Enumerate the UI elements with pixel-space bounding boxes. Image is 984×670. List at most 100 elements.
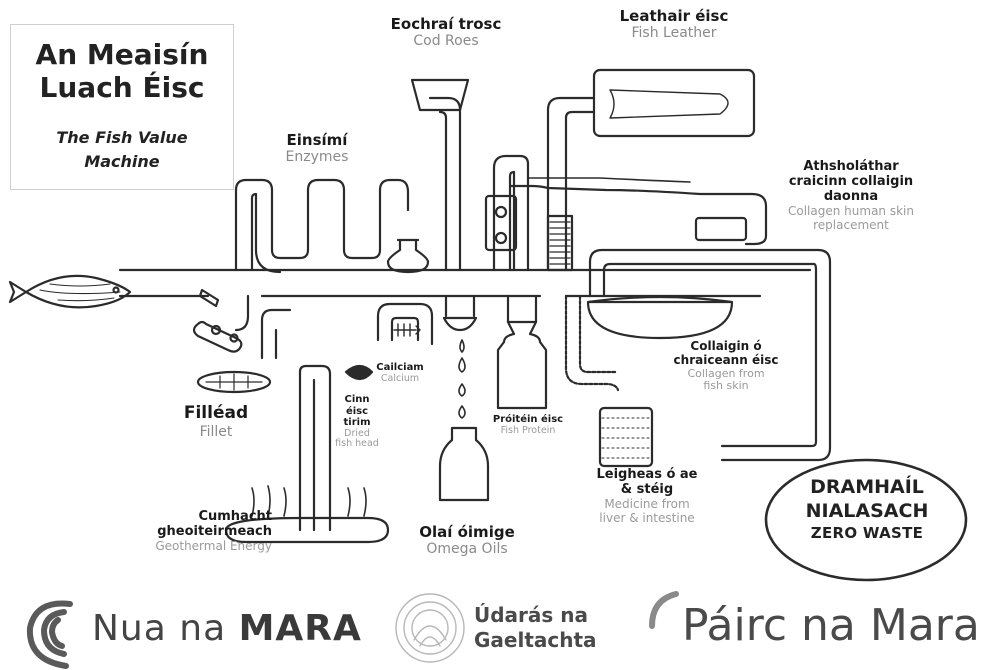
omega-english: Omega Oils (426, 541, 508, 558)
omega-pipe (444, 294, 476, 318)
protein-bottle (496, 320, 548, 410)
fish-leather-icon (609, 89, 729, 119)
nua-na-mara-logo-icon (26, 600, 73, 669)
fillet-irish: Filléad (183, 403, 249, 423)
udaras-line2: Gaeltachta (474, 628, 597, 652)
omega-drops (458, 339, 466, 419)
title-irish-line1: An Meaisín (35, 38, 209, 71)
zero-waste-circle (764, 458, 968, 582)
nua-na-mara-prefix: Nua na (92, 608, 239, 649)
collagen-skin-irish-2: craicinn collaigin (788, 173, 914, 189)
calcium-label: Cailciam Calcium (366, 362, 434, 384)
medicine-english-2: liver & intestine (599, 510, 695, 525)
collagen-fish-label: Collaigin ó chraiceann éisc Collagen fro… (656, 339, 796, 393)
dried-fish-head-english-2: fish head (335, 438, 379, 450)
omega-irish: Olaí óimige (419, 523, 515, 541)
geothermal-irish-1: Cumhacht (198, 509, 272, 524)
enzymes-serpentine-pipe (234, 178, 410, 272)
pairc-na-mara-logo: Páirc na Mara (682, 600, 980, 651)
pairc-na-mara-logo-icon (649, 591, 679, 629)
collagen-skin-pipe (508, 184, 768, 246)
omega-bottle (438, 426, 490, 502)
fillet-icon (196, 370, 272, 394)
cod-roes-english: Cod Roes (413, 33, 479, 50)
dried-fish-head-irish-3: tirim (343, 417, 371, 428)
collagen-skin-irish-1: Athsholáthar (803, 159, 899, 174)
geothermal-pool (224, 516, 390, 544)
collagen-skin-irish-3: daonna (823, 188, 879, 204)
enzymes-english: Enzymes (285, 149, 349, 166)
geothermal-pipe (298, 364, 332, 532)
udaras-logo-icon (395, 593, 465, 663)
title-irish-line2: Luach Éisc (39, 71, 205, 105)
fish-leather-frame (592, 68, 756, 138)
collagen-fish-english-2: fish skin (703, 379, 749, 393)
cod-roes-irish: Eochraí trosc (390, 15, 502, 33)
fish-leather-label: Leathair éisc Fish Leather (594, 7, 754, 42)
fillet-english: Fillet (199, 423, 233, 440)
collagen-skin-english-1: Collagen human skin (788, 203, 914, 218)
enzymes-flask (386, 238, 430, 274)
ladder-tower (546, 214, 574, 272)
collagen-fish-irish-2: chraiceann éisc (673, 352, 779, 367)
dried-fish-head-english-1: Dried (344, 427, 370, 439)
dried-fish-head-label: Cinn éisc tirim Dried fish head (326, 394, 388, 450)
protein-pipe (506, 294, 538, 324)
omega-label: Olaí óimige Omega Oils (400, 523, 534, 558)
fish-protein-label: Próitéin éisc Fish Protein (478, 414, 578, 436)
medicine-pipe (564, 294, 620, 392)
medicine-irish-2: & stéig (620, 481, 674, 497)
cod-roes-funnel (410, 78, 470, 112)
dried-fish-head-irish-1: Cinn (344, 394, 370, 405)
zero-waste-irish-1: DRAMHAÍL (810, 476, 924, 498)
dried-fish-head-irish-2: éisc (345, 405, 369, 417)
zero-waste-irish-2: NIALASACH (805, 499, 929, 522)
collagen-fish-english-1: Collagen from (687, 366, 765, 380)
collagen-skin-label: Athsholáthar craicinn collaigin daonna C… (768, 159, 934, 232)
geothermal-english: Geothermal Energy (155, 538, 272, 553)
main-pipe (118, 268, 812, 298)
enzymes-irish: Einsímí (286, 131, 348, 149)
collagen-skin-english-2: replacement (813, 217, 889, 232)
title-english: The Fish Value Machine (12, 126, 232, 174)
right-loop-pipe (588, 248, 832, 462)
nua-na-mara-bold: MARA (238, 608, 362, 649)
fishbone-icon (393, 323, 421, 337)
title-irish: An Meaisín Luach Éisc (12, 38, 232, 104)
fish-leather-irish: Leathair éisc (619, 7, 729, 25)
medicine-label: Leigheas ó ae & stéig Medicine from live… (574, 467, 720, 525)
leather-pipe (492, 154, 530, 272)
medicine-english-1: Medicine from (604, 496, 690, 511)
fillet-label: Filléad Fillet (168, 403, 264, 440)
title-box (10, 24, 234, 190)
udaras-logo: Údarás na Gaeltachta (474, 603, 597, 653)
fish-leather-english: Fish Leather (631, 25, 717, 42)
collagen-dish (586, 295, 734, 340)
geothermal-irish-2: gheoiteirmeach (157, 523, 272, 539)
fillet-pipe (234, 294, 250, 332)
fish-protein-english: Fish Protein (500, 424, 556, 436)
geothermal-label: Cumhacht gheoiteirmeach Geothermal Energ… (100, 509, 272, 554)
zero-waste-english: ZERO WASTE (810, 523, 924, 542)
pump-box (484, 194, 518, 252)
calcium-irish: Cailciam (376, 362, 424, 373)
fish-protein-irish: Próitéin éisc (492, 414, 564, 425)
medicine-irish-1: Leigheas ó ae (596, 467, 698, 482)
title-english-line1: The Fish Value (56, 128, 188, 147)
fish-icon (8, 274, 132, 309)
omega-tap (442, 316, 478, 332)
cod-roes-label: Eochraí trosc Cod Roes (366, 15, 526, 50)
title-english-line2: Machine (84, 152, 160, 171)
calcium-pipe (376, 302, 434, 346)
medicine-jar (598, 406, 654, 468)
collagen-skin-sheet (694, 216, 748, 242)
cutter-icon (192, 288, 243, 353)
collagen-fish-irish-1: Collaigin ó (690, 339, 762, 353)
calcium-english: Calcium (380, 372, 420, 384)
nua-na-mara-logo: Nua na MARA (92, 608, 362, 649)
enzymes-label: Einsímí Enzymes (262, 131, 372, 166)
cod-roes-pipe (428, 96, 462, 272)
udaras-line1: Údarás na (474, 603, 589, 627)
dried-fish-head-icon (344, 364, 374, 381)
